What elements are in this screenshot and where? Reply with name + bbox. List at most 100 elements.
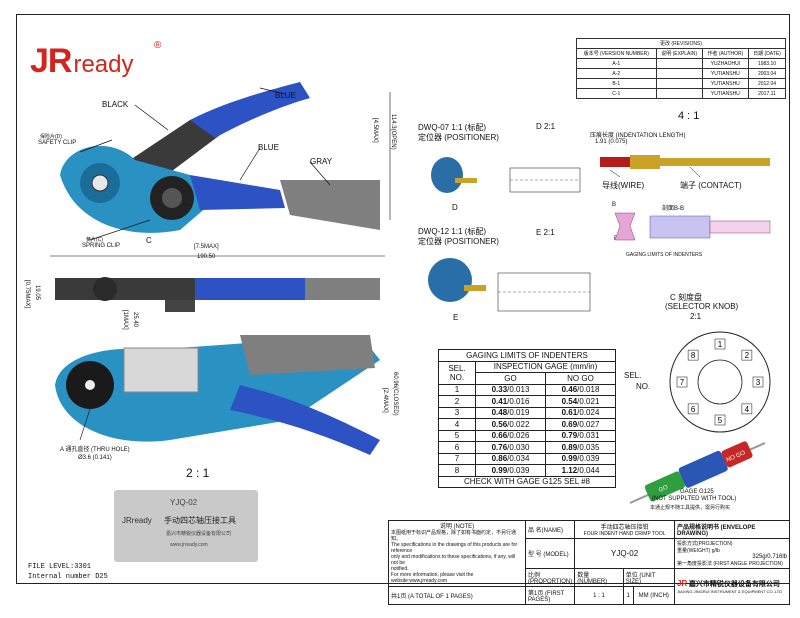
rev-version: C-1: [576, 88, 657, 99]
gage-grip-body: [678, 450, 728, 488]
leader-black: [134, 104, 169, 131]
gaging-nogo-in: /0.018: [577, 385, 600, 395]
revisions-table: 更改 (REVISIONS) 版本号 (VERSION NUMBER) 说明 (…: [576, 38, 787, 99]
rev-author: YUTIANSHU: [701, 78, 749, 89]
label-contact: 端子 (CONTACT): [680, 181, 742, 190]
rev-date: 1983.10: [747, 58, 787, 69]
gaging-go-mm: 0.99: [491, 465, 508, 475]
rev-date: 2003.04: [747, 68, 787, 79]
wire-shape: [600, 157, 630, 167]
gaging-go-in: /0.039: [507, 465, 530, 475]
dwq12-pin: [464, 285, 486, 291]
dwq07-label: DWQ-07 1:1 (标配): [418, 123, 487, 132]
tb-company-en: JIAXING JINGRUI INSTRUMENT & EQUIPMENT C…: [677, 589, 783, 594]
gaging-nogo-mm: 1.12: [561, 465, 578, 475]
rev-date: 2012.04: [747, 78, 787, 89]
unit-label: 单位 (UNIT SIZE): [622, 568, 676, 587]
rev-header-version: 版本号 (VERSION NUMBER): [576, 48, 657, 59]
brand-jr: JR: [30, 42, 72, 80]
width-dim-inch: [7.5MAX]: [194, 244, 219, 250]
angle-label: 第一角度投影法 (FIRST ANGLE PROJECTION): [677, 561, 783, 567]
rev-version: B-1: [576, 78, 657, 89]
bottom-label-plate: [123, 347, 199, 393]
gaging-nogo-in: /0.021: [577, 396, 600, 406]
rev-header-explain: 说明 (EXPLAIN): [655, 48, 703, 59]
note-en-1: The specifications in the drawings of th…: [391, 541, 518, 554]
side-knob: [165, 300, 195, 312]
crimp-tool-top-view: [60, 82, 391, 241]
gage-note: (NOT SUPPLTED WITH TOOL): [652, 496, 737, 502]
leader-spring-clip: [89, 219, 151, 241]
gaging-no-head: NO.: [449, 372, 465, 382]
gaging-nogo-cell: 0.79/0.031: [545, 429, 616, 442]
gaging-go-mm: 0.33: [491, 385, 508, 395]
knob-outer-ring: [669, 331, 771, 433]
rev-explain: [655, 78, 703, 89]
gray-handle-shape: [280, 180, 380, 230]
e-scale-label: E 2:1: [536, 228, 555, 237]
label-safety-clip: SAFETY CLIP: [38, 140, 77, 146]
gaging-gage-header: INSPECTION GAGE (mm/in): [475, 360, 616, 373]
knob-number: 8: [691, 351, 696, 360]
contact-crimp-barrel: [630, 155, 660, 169]
gaging-nogo-in: /0.039: [577, 454, 600, 464]
card-company: 嘉兴市精锐仪器设备有限公司: [166, 531, 232, 537]
thick-dim-inch: [0.75MAX]: [24, 280, 30, 309]
selector-knob-center-shape: [162, 188, 182, 208]
gaging-go-cell: 0.99/0.039: [475, 464, 546, 477]
rev-version: A-1: [576, 58, 657, 69]
cross-section-drawing: [614, 212, 771, 241]
contact-pin: [660, 158, 770, 166]
thick-dim-mm: 19.05: [34, 285, 40, 301]
side-black-body: [55, 278, 195, 300]
revisions-title: 更改 (REVISIONS): [576, 38, 786, 49]
gaging-nogo-in: /0.035: [577, 442, 600, 452]
qty-value: 1: [622, 586, 634, 605]
gaging-nogo-mm: 0.89: [561, 442, 578, 452]
cross-section-profile: [614, 212, 636, 241]
leader-gray: [309, 161, 331, 186]
gage-go-body: [644, 471, 685, 502]
dwq07-cn-label: 定位器 (POSITIONER): [418, 133, 499, 142]
gaging-go-mm: 0.66: [491, 431, 508, 441]
contact-scale-label: 4 : 1: [678, 110, 700, 122]
weight-value: 325g/0.716lb: [752, 554, 787, 560]
gaging-go-mm: 0.41: [491, 396, 508, 406]
rev-author: YUTIANSHU: [701, 68, 749, 79]
d-marker: D: [452, 203, 458, 212]
gaging-sel: 2: [438, 395, 476, 408]
gaging-title: GAGING LIMITS OF INDENTERS: [438, 349, 616, 362]
thru-hole-dim: Ø3.6 (0.141): [78, 455, 112, 461]
rev-author: YUZHAOHUI: [701, 58, 749, 69]
gaging-go-mm: 0.48: [491, 408, 508, 418]
section-gauge-note: GAGING LIMITS OF INDENTERS: [626, 252, 703, 258]
weight-label: 重量(WEIGHT) g/lb: [677, 548, 720, 554]
gaging-nogo-in: /0.031: [577, 431, 600, 441]
rev-version: A-2: [576, 68, 657, 79]
positioner-dwq12-drawing: [428, 258, 591, 312]
gaging-sel: 3: [438, 406, 476, 419]
rev-explain: [655, 88, 703, 99]
model-value: YJQ-02: [574, 538, 675, 569]
gaging-nogo-header: NO GO: [545, 372, 616, 385]
knob-inner-ring: [697, 359, 743, 405]
name-label: 品 名(NAME): [524, 520, 576, 539]
brand-ready: ready: [73, 51, 134, 78]
gaging-go-header: GO: [475, 372, 546, 385]
indent-title: 压痕长度 (INDENTATION LENGTH): [590, 133, 686, 139]
name-cell: 手动四芯轴压接钳 FOUR INDENT HAND CRIMP TOOL: [574, 520, 675, 539]
gaging-sel: 4: [438, 418, 476, 431]
leader-blue-top: [259, 87, 286, 95]
gaging-go-cell: 0.76/0.030: [475, 441, 546, 454]
bottom-gray-handle: [240, 335, 375, 375]
side-dim-mm: 25.40: [132, 312, 138, 328]
gaging-go-mm: 0.76: [491, 442, 508, 452]
label-black: BLACK: [102, 100, 129, 109]
gaging-nogo-in: /0.024: [577, 408, 600, 418]
knob-number: 5: [718, 416, 723, 425]
